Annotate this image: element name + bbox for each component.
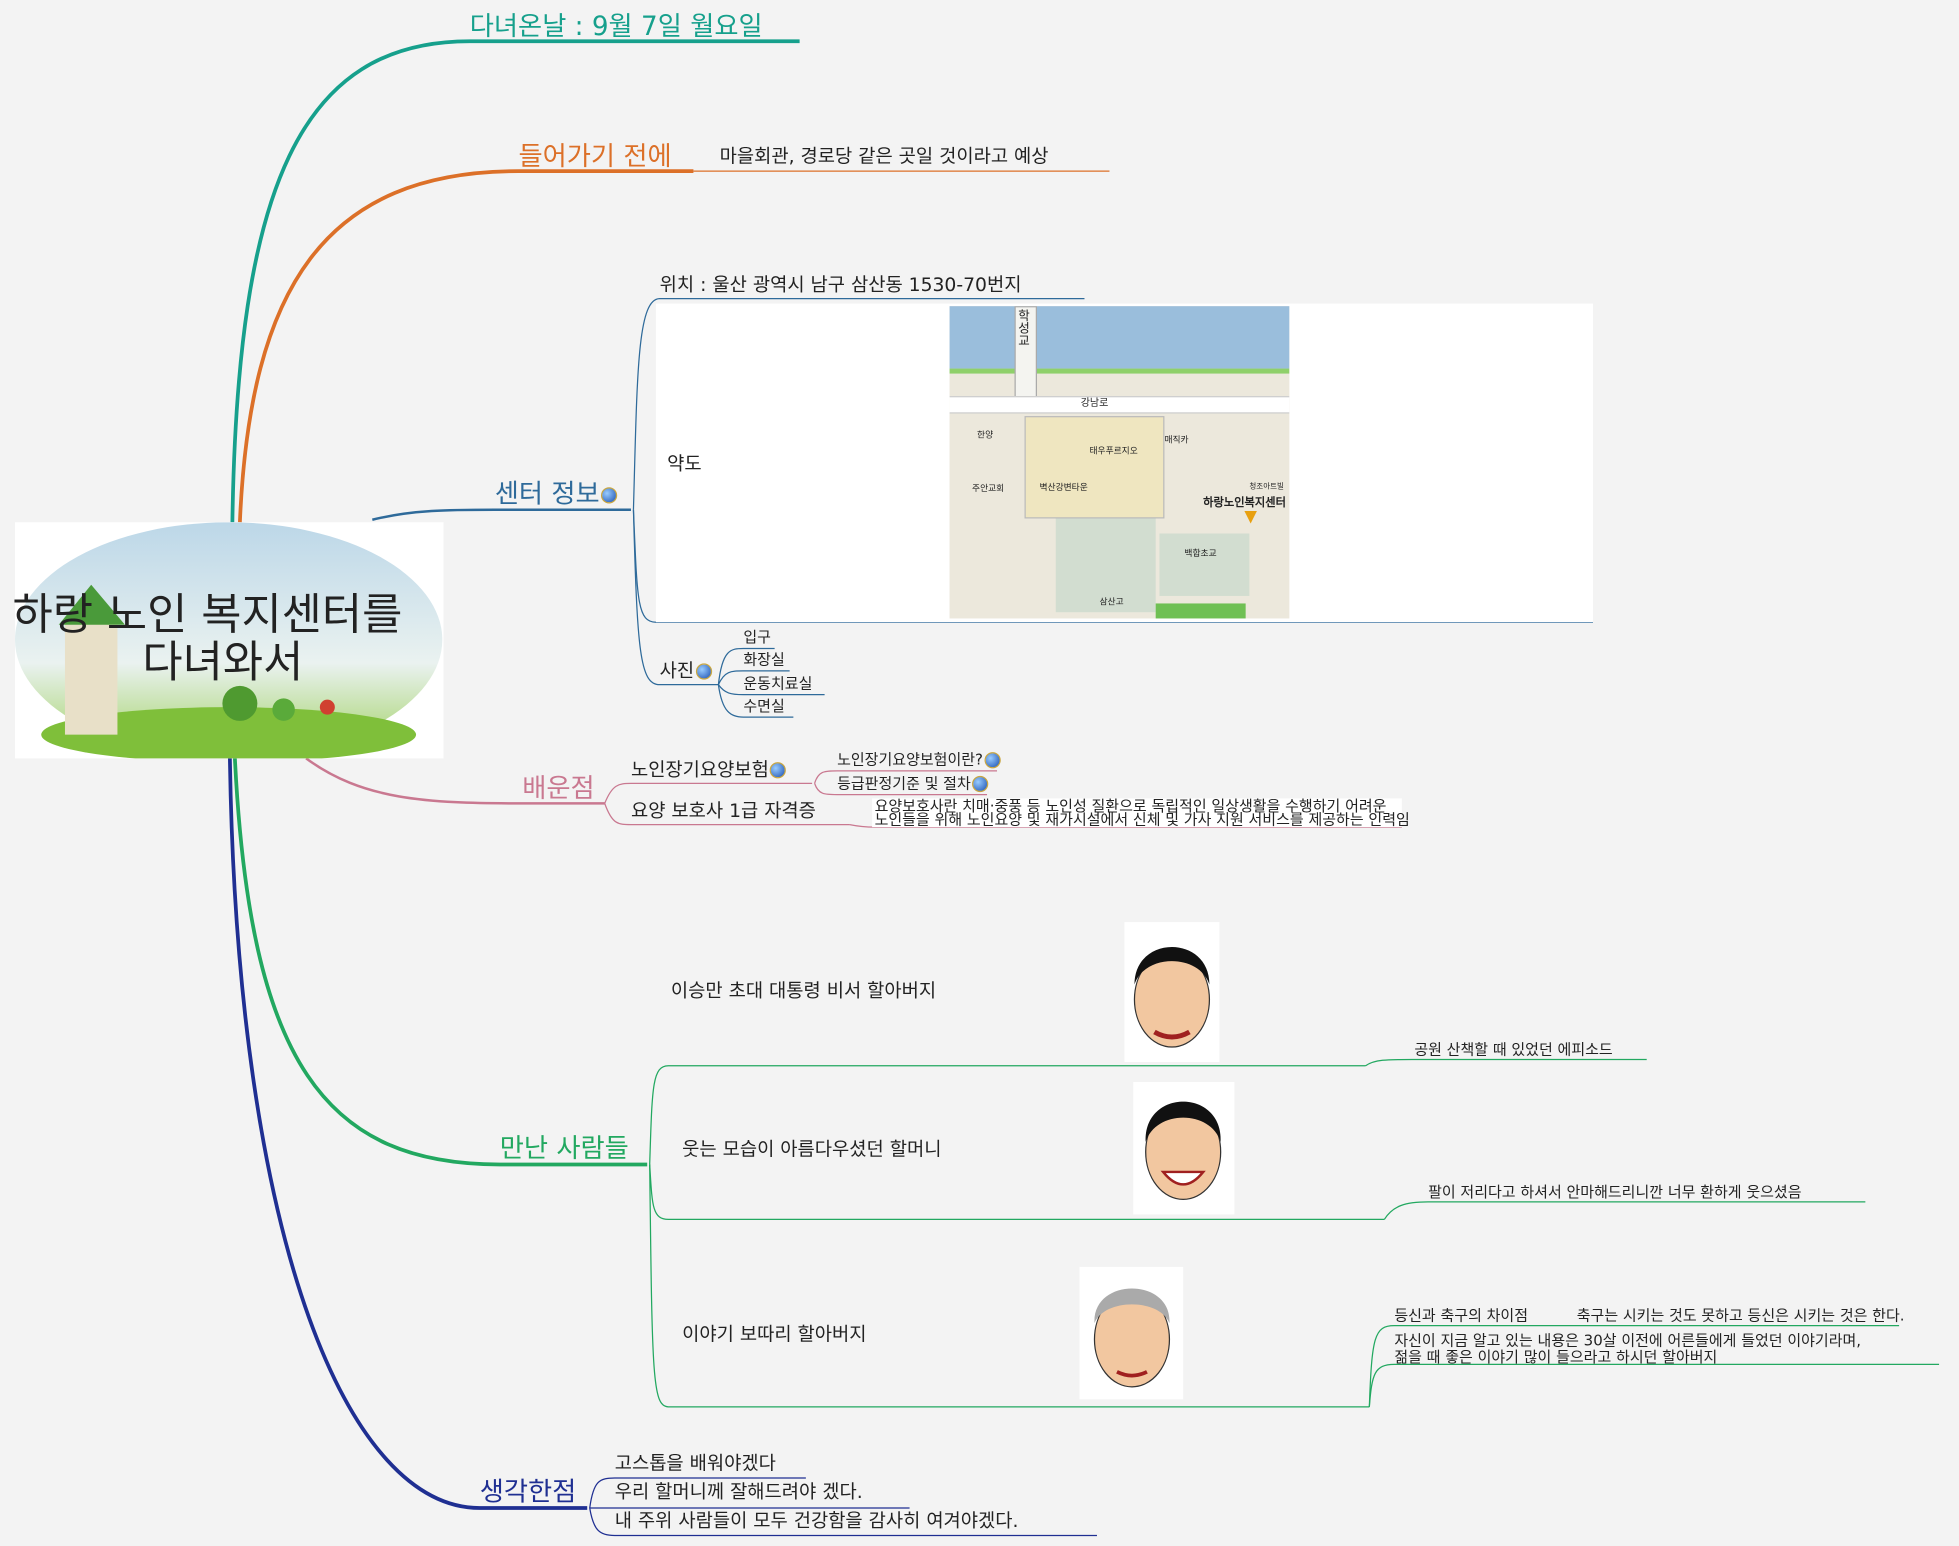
branch-visit-date[interactable]: 다녀온날 : 9월 7일 월요일: [469, 11, 763, 42]
globe-link-icon[interactable]: [695, 663, 712, 680]
insurance-label: 노인장기요양보험: [630, 758, 769, 781]
person-3-note-child[interactable]: 축구는 시키는 것도 못하고 등신은 시키는 것은 한다.: [1576, 1306, 1905, 1325]
insurance-item-label: 등급판정기준 및 절차: [837, 774, 971, 793]
photo-item[interactable]: 입구: [743, 628, 771, 646]
person-2-note[interactable]: 팔이 저리다고 하셔서 안마해드리니깐 너무 환하게 웃으셨음: [1428, 1183, 1802, 1201]
branch-before[interactable]: 들어가기 전에: [518, 141, 672, 172]
globe-link-icon[interactable]: [600, 486, 618, 503]
location-text[interactable]: 위치 : 울산 광역시 남구 삼산동 1530-70번지: [659, 273, 1022, 297]
photo-item[interactable]: 수면실: [743, 697, 785, 715]
insurance-item-label: 노인장기요양보험이란?: [837, 750, 984, 769]
photos-node[interactable]: 사진: [660, 662, 712, 681]
cert-node[interactable]: 요양 보호사 1급 자격증: [630, 799, 816, 823]
thought-item[interactable]: 우리 할머니께 잘해드려야 겠다.: [614, 1480, 863, 1504]
person-3-note2-line1[interactable]: 자신이 지금 알고 있는 내용은 30살 이전에 어른들에게 들었던 이야기라며…: [1394, 1331, 1862, 1350]
face-illustration-3: [1079, 1266, 1184, 1400]
person-1-note[interactable]: 공원 산책할 때 있었던 에피소드: [1414, 1040, 1613, 1059]
map-marker-icon: [1244, 511, 1257, 524]
branch-learned[interactable]: 배운점: [522, 773, 595, 804]
cert-desc-line1: 요양보호사란 치매·중풍 등 노인성 질환으로 독립적인 일상생활을 수행하기 …: [874, 797, 1387, 815]
person-3-note2-line2[interactable]: 젊을 때 좋은 이야기 많이 들으라고 하시던 할아버지: [1394, 1348, 1718, 1366]
person-2[interactable]: 웃는 모습이 아름다우셨던 할머니: [682, 1138, 942, 1161]
branch-people[interactable]: 만난 사람들: [499, 1133, 629, 1164]
before-expectation[interactable]: 마을회관, 경로당 같은 곳일 것이라고 예상: [719, 144, 1049, 168]
photos-label: 사진: [659, 659, 695, 683]
map-node[interactable]: 약도 학성교 강남로 한양 태우푸르지오 매직카 주안교회 벽산강변타운 청조아…: [655, 303, 1593, 623]
center-info-label: 센터 정보: [494, 478, 600, 509]
center-node[interactable]: 하랑 노인 복지센터를 다녀와서: [12, 522, 444, 763]
person-3-note[interactable]: 등신과 축구의 차이점: [1394, 1306, 1529, 1325]
globe-link-icon[interactable]: [972, 775, 989, 793]
cert-description[interactable]: 요양보호사란 치매·중풍 등 노인성 질환으로 독립적인 일상생활을 수행하기 …: [872, 797, 1410, 827]
thought-item[interactable]: 고스톱을 배워야겠다: [614, 1451, 776, 1475]
cert-desc-line2: 노인들을 위해 노인요양 및 재가시설에서 신체 및 가사 지원 서비스를 제공…: [874, 810, 1410, 829]
globe-link-icon[interactable]: [984, 752, 1001, 769]
person-1[interactable]: 이승만 초대 대통령 비서 할아버지: [670, 979, 937, 1003]
globe-link-icon[interactable]: [770, 762, 787, 779]
branch-center-info[interactable]: 센터 정보: [494, 478, 618, 509]
photo-item[interactable]: 화장실: [743, 650, 785, 669]
map-image: 학성교 강남로 한양 태우푸르지오 매직카 주안교회 벽산강변타운 청조아트빌 …: [949, 306, 1290, 619]
branch-thoughts[interactable]: 생각한점: [479, 1476, 577, 1507]
face-illustration-1: [1124, 922, 1220, 1062]
photo-item[interactable]: 운동치료실: [743, 674, 813, 693]
insurance-item[interactable]: 등급판정기준 및 절차: [837, 774, 989, 793]
center-title-line1: 하랑 노인 복지센터를: [12, 590, 403, 641]
map-label: 약도: [667, 452, 702, 475]
insurance-node[interactable]: 노인장기요양보험: [630, 758, 787, 781]
center-title-line2: 다녀와서: [142, 638, 304, 689]
thought-item[interactable]: 내 주위 사람들이 모두 건강함을 감사히 여겨야겠다.: [614, 1509, 1019, 1532]
insurance-item[interactable]: 노인장기요양보험이란?: [837, 750, 1001, 769]
face-illustration-2: [1133, 1081, 1235, 1215]
center-illustration: [14, 522, 443, 763]
person-3[interactable]: 이야기 보따리 할아버지: [682, 1323, 867, 1346]
